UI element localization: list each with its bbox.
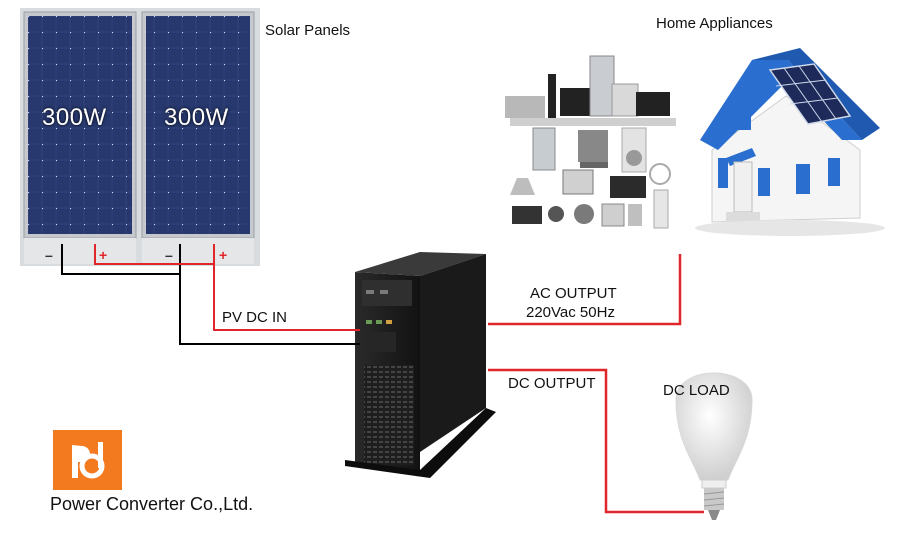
panel-2-wattage: 300W [164,104,229,131]
home-appliances-label: Home Appliances [656,15,773,32]
solar-panels-label: Solar Panels [265,22,351,39]
company-name: Power Converter Co.,Ltd. [50,494,254,514]
dc-output-label: DC OUTPUT [508,375,596,392]
inverter-icon [345,252,496,478]
wiring [61,244,704,514]
solar-panels [20,8,260,266]
solar-panel-2 [141,11,255,264]
panel-1-positive-terminal: + [99,247,108,263]
ac-output-wire [488,254,682,326]
light-bulb-icon [675,372,753,520]
company-logo-icon [53,430,122,490]
panel-1-wattage: 300W [42,104,107,131]
panel-2-positive-terminal: + [219,247,228,263]
house-icon [695,48,885,236]
dc-output-wire [488,368,704,514]
ac-output-label: AC OUTPUT [530,285,617,302]
pv-dc-in-label: PV DC IN [222,309,288,326]
appliances-icon [505,55,676,229]
panel-2-negative-terminal: – [165,247,173,263]
solar-panel-1 [23,11,137,264]
ac-output-spec: 220Vac 50Hz [526,304,615,321]
dc-load-label: DC LOAD [663,382,730,399]
panel-1-negative-terminal: – [45,247,53,263]
